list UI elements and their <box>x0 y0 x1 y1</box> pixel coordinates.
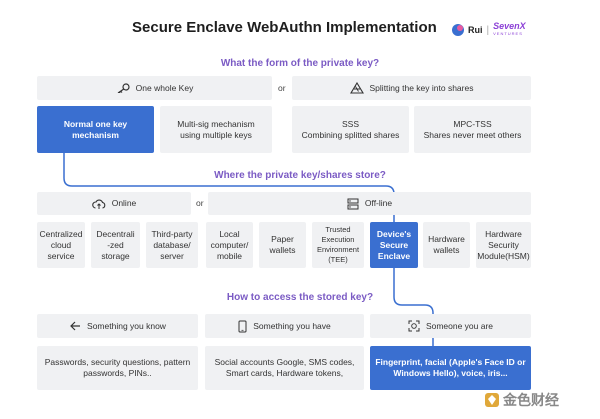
connector-store-to-access <box>393 268 434 346</box>
brand-logo: Rui | SevenX VENTURES <box>452 22 526 38</box>
page-title: Secure Enclave WebAuthn Implementation <box>132 19 437 36</box>
desc-something-you-have: Social accounts Google, SMS codes, Smart… <box>205 346 364 390</box>
brand-divider: | <box>486 24 490 36</box>
label-something-you-have: Something you have <box>253 320 331 331</box>
store-paper-wallets: Paper wallets <box>259 222 306 268</box>
store-local-computer: Local computer/ mobile <box>206 222 253 268</box>
store-decentralized: Decentrali -zed storage <box>91 222 140 268</box>
desc-someone-you-are: Fingerprint, facial (Apple's Face ID or … <box>370 346 531 390</box>
header-online: Online <box>37 192 191 215</box>
option-multisig: Multi-sig mechanism using multiple keys <box>160 106 272 153</box>
connector-form-to-store <box>63 153 395 222</box>
label-offline: Off-line <box>364 198 393 208</box>
server-icon <box>347 198 359 209</box>
watermark-logo-icon <box>485 393 499 407</box>
face-scan-icon <box>408 320 420 332</box>
header-someone-you-are: Someone you are <box>370 314 531 338</box>
label-something-you-know: Something you know <box>87 320 166 331</box>
split-icon <box>349 82 364 94</box>
desc-something-you-know: Passwords, security questions, pattern p… <box>37 346 198 390</box>
watermark-text: 金色财经 <box>503 392 559 408</box>
question-access: How to access the stored key? <box>226 292 374 303</box>
store-hardware-wallets: Hardware wallets <box>423 222 470 268</box>
store-hsm: Hardware Security Module(HSM) <box>476 222 531 268</box>
brand-sevenx-sub: VENTURES <box>493 31 523 36</box>
cloud-icon <box>91 198 106 209</box>
option-sss: SSS Combining splitted shares <box>292 106 409 153</box>
or-label-2: or <box>196 198 204 208</box>
or-label-1: or <box>278 83 286 93</box>
question-key-form: What the form of the private key? <box>220 58 380 69</box>
phone-icon <box>238 320 247 332</box>
rui-logo-icon <box>452 24 464 36</box>
store-secure-enclave: Device's Secure Enclave <box>370 222 418 268</box>
header-something-you-know: Something you know <box>37 314 198 338</box>
store-third-party: Third-party database/ server <box>146 222 198 268</box>
header-split-key: Splitting the key into shares <box>292 76 531 100</box>
store-centralized-cloud: Centralized cloud service <box>37 222 85 268</box>
header-something-you-have: Something you have <box>205 314 364 338</box>
question-store: Where the private key/shares store? <box>214 170 386 181</box>
arrow-left-icon <box>70 321 81 331</box>
watermark: 金色财经 <box>484 390 559 410</box>
brand-sevenx: SevenX <box>493 21 526 31</box>
header-one-whole-key: One whole Key <box>37 76 272 100</box>
store-tee: Trusted Execution Environment (TEE) <box>312 222 364 268</box>
brand-rui: Rui <box>468 25 483 35</box>
label-someone-you-are: Someone you are <box>425 320 494 331</box>
label-online: Online <box>111 198 137 208</box>
label-split-key: Splitting the key into shares <box>369 82 474 93</box>
label-one-whole-key: One whole Key <box>135 82 194 93</box>
option-mpc-tss: MPC-TSS Shares never meet others <box>414 106 531 153</box>
header-offline: Off-line <box>208 192 531 215</box>
key-icon <box>117 83 130 93</box>
option-normal-one-key: Normal one key mechanism <box>37 106 154 153</box>
